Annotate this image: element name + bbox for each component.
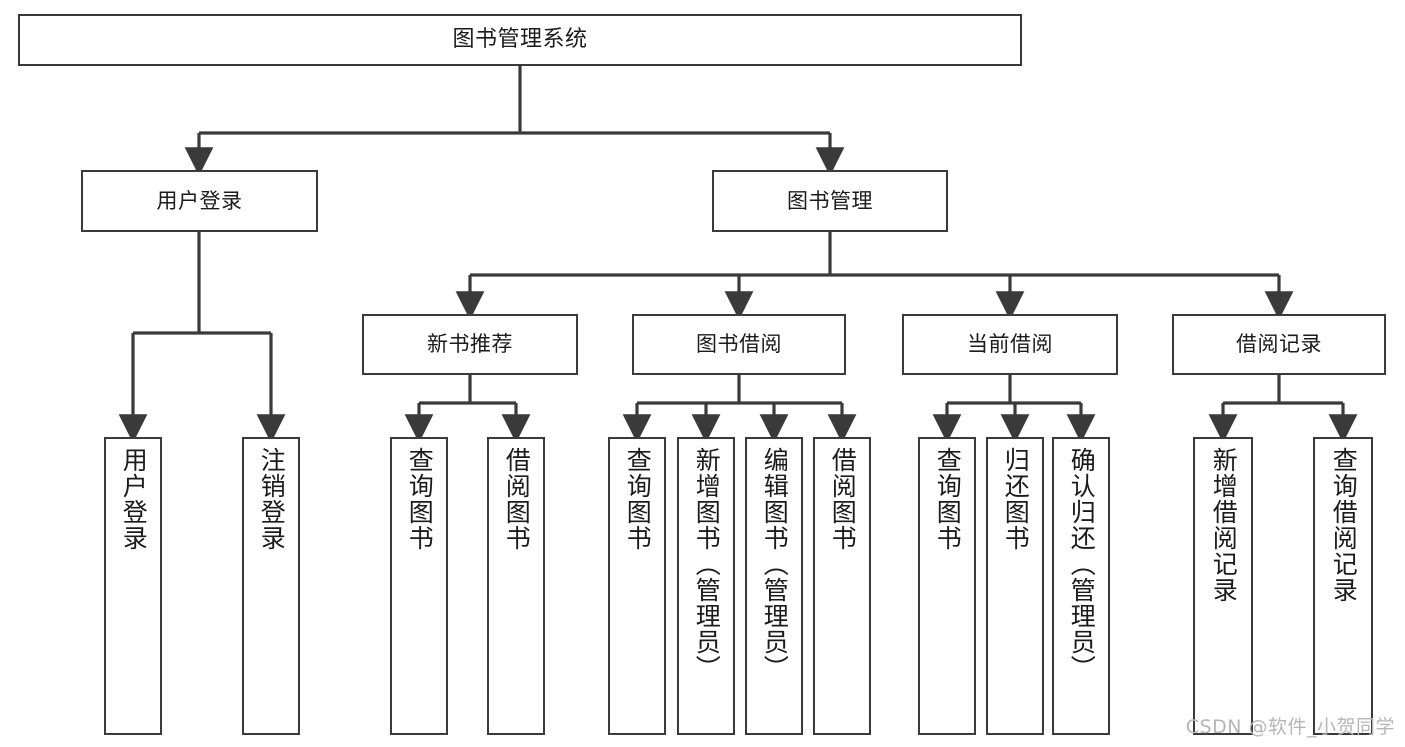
node-book-management[interactable]: 图书管理 (712, 170, 948, 232)
node-borrow-records[interactable]: 借阅记录 (1172, 314, 1386, 375)
node-book-management-label: 图书管理 (787, 188, 873, 213)
leaf-records-add-record[interactable]: 新增借阅记录 (1193, 437, 1253, 735)
leaf-label: 注销登录 (257, 447, 287, 551)
leaf-borrow-add-book[interactable]: 新增图书（管理员） (677, 437, 735, 735)
leaf-user-login-logout[interactable]: 注销登录 (242, 437, 300, 735)
node-user-login[interactable]: 用户登录 (81, 170, 318, 232)
node-book-borrow-label: 图书借阅 (696, 332, 782, 357)
leaf-label: 借阅图书 (828, 447, 858, 551)
leaf-current-query-book[interactable]: 查询图书 (918, 437, 976, 735)
node-root[interactable]: 图书管理系统 (18, 14, 1022, 66)
leaf-current-confirm-return[interactable]: 确认归还（管理员） (1052, 437, 1110, 735)
leaf-label: 新增借阅记录 (1209, 447, 1239, 603)
leaf-label: 查询图书 (405, 447, 435, 551)
node-new-book-recommend-label: 新书推荐 (427, 332, 513, 357)
leaf-label: 用户登录 (119, 447, 149, 551)
node-borrow-records-label: 借阅记录 (1236, 332, 1322, 357)
leaf-label: 查询图书 (623, 447, 653, 551)
leaf-borrow-borrow-book[interactable]: 借阅图书 (813, 437, 871, 735)
leaf-label: 归还图书 (1001, 447, 1031, 551)
node-new-book-recommend[interactable]: 新书推荐 (362, 314, 578, 375)
leaf-borrow-edit-book[interactable]: 编辑图书（管理员） (745, 437, 803, 735)
node-user-login-label: 用户登录 (156, 188, 243, 213)
leaf-label: 新增图书（管理员） (692, 447, 722, 681)
leaf-label: 借阅图书 (502, 447, 532, 551)
leaf-records-query-record[interactable]: 查询借阅记录 (1313, 437, 1373, 735)
leaf-current-return-book[interactable]: 归还图书 (986, 437, 1044, 735)
leaf-label: 确认归还（管理员） (1067, 447, 1097, 681)
node-current-borrow-label: 当前借阅 (967, 332, 1053, 357)
leaf-label: 查询图书 (933, 447, 963, 551)
leaf-label: 编辑图书（管理员） (760, 447, 790, 681)
node-root-label: 图书管理系统 (452, 27, 588, 53)
node-book-borrow[interactable]: 图书借阅 (632, 314, 846, 375)
leaf-label: 查询借阅记录 (1329, 447, 1359, 603)
leaf-recommend-borrow-book[interactable]: 借阅图书 (487, 437, 545, 735)
node-current-borrow[interactable]: 当前借阅 (902, 314, 1118, 375)
leaf-borrow-query-book[interactable]: 查询图书 (608, 437, 666, 735)
leaf-user-login-login[interactable]: 用户登录 (104, 437, 162, 735)
leaf-recommend-query-book[interactable]: 查询图书 (390, 437, 448, 735)
